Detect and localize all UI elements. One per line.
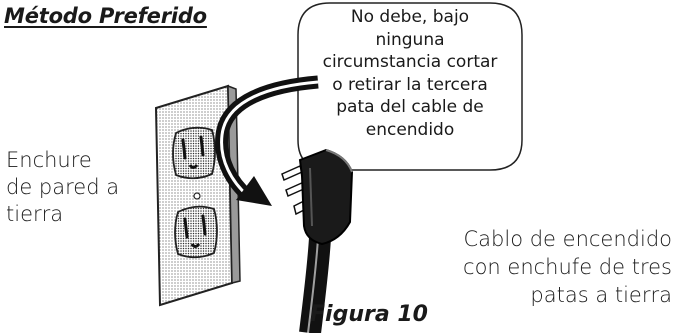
preferred-method-heading: Método Preferido <box>4 4 207 28</box>
warning-line: circumstancia cortar <box>322 52 498 73</box>
wall-outlet-label: Enchure de pared a tierra <box>6 147 119 228</box>
warning-line: pata del cable de <box>336 97 484 118</box>
figure-caption: Figura 10 <box>310 302 428 327</box>
warning-line: o retirar la tercera <box>332 74 488 95</box>
warning-note: No debe, bajo ninguna circumstancia cort… <box>300 6 520 142</box>
outlet-label-line: tierra <box>6 202 64 226</box>
warning-line: ninguna <box>375 29 445 50</box>
cord-label-line: patas a tierra <box>530 283 672 307</box>
warning-line: encendido <box>365 119 455 140</box>
insert-arrow <box>215 75 319 206</box>
warning-line: No debe, bajo <box>350 7 470 27</box>
power-cord-label: Cablo de encendido con enchufe de tres p… <box>412 225 672 309</box>
three-prong-plug <box>281 148 354 333</box>
cord-label-line: con enchufe de tres <box>463 255 672 279</box>
outlet-label-line: de pared a <box>6 175 120 199</box>
outlet-label-line: Enchure <box>6 148 92 172</box>
cord-label-line: Cablo de encendido <box>463 227 673 251</box>
warning-bubble <box>297 2 523 171</box>
